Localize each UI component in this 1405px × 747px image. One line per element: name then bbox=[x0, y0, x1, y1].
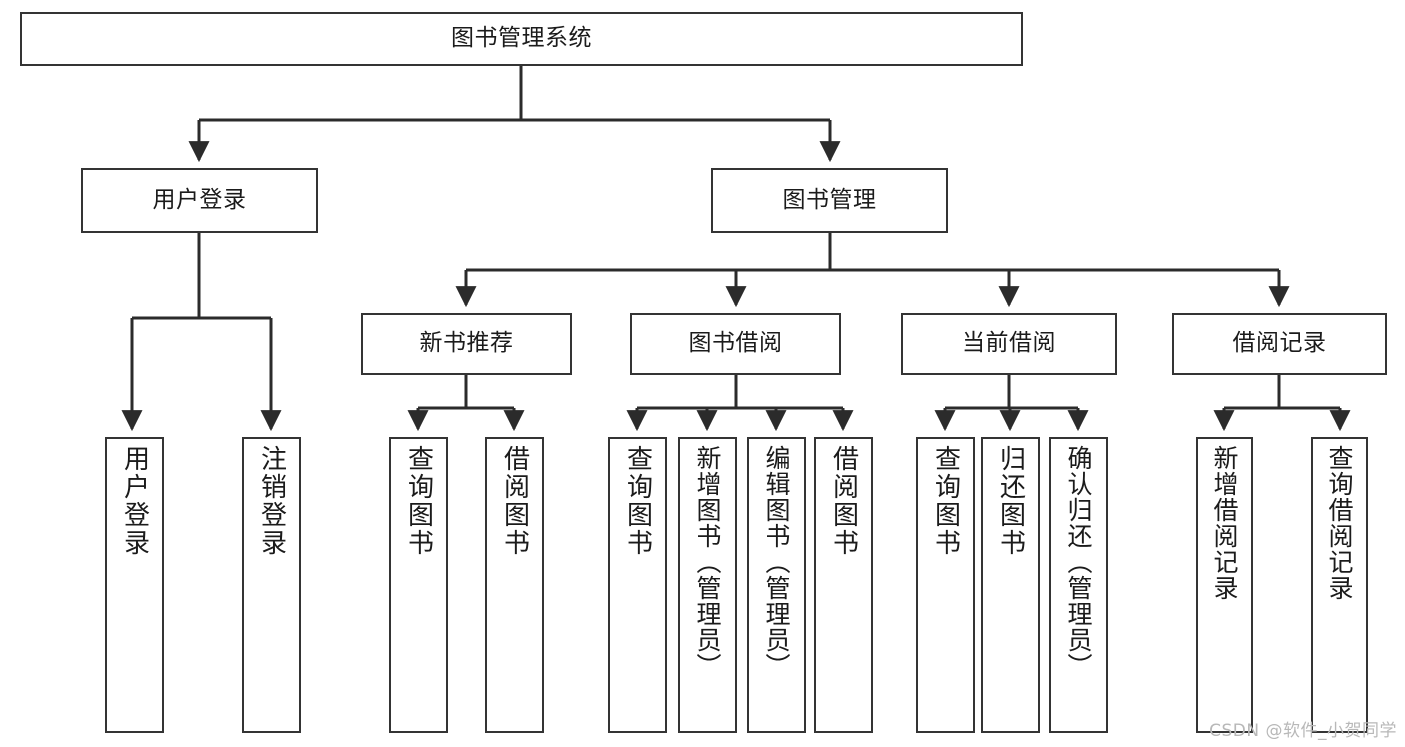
node-leaf-add-borrow-record-label: 新增借阅记录 bbox=[1210, 445, 1239, 601]
node-leaf-return-book[interactable]: 归还图书 bbox=[981, 437, 1040, 733]
node-leaf-query-book-1-label: 查询图书 bbox=[403, 445, 434, 557]
node-root-label: 图书管理系统 bbox=[451, 25, 592, 52]
node-book-manage-label: 图书管理 bbox=[782, 186, 877, 213]
node-leaf-query-book-2[interactable]: 查询图书 bbox=[608, 437, 667, 733]
node-leaf-confirm-return[interactable]: 确认归还（管理员） bbox=[1049, 437, 1108, 733]
node-leaf-add-book[interactable]: 新增图书（管理员） bbox=[678, 437, 737, 733]
node-borrow-record-label: 借阅记录 bbox=[1232, 330, 1327, 357]
node-current-borrow[interactable]: 当前借阅 bbox=[901, 313, 1117, 375]
node-leaf-edit-book-label: 编辑图书（管理员） bbox=[762, 445, 791, 679]
node-leaf-query-borrow-record-label: 查询借阅记录 bbox=[1325, 445, 1354, 601]
node-leaf-edit-book[interactable]: 编辑图书（管理员） bbox=[747, 437, 806, 733]
node-leaf-borrow-book-2-label: 借阅图书 bbox=[828, 445, 859, 557]
node-new-book-recommend[interactable]: 新书推荐 bbox=[361, 313, 572, 375]
node-leaf-confirm-return-label: 确认归还（管理员） bbox=[1064, 445, 1093, 679]
csdn-watermark: CSDN @软件_小贺同学 bbox=[1209, 721, 1397, 741]
node-book-borrow[interactable]: 图书借阅 bbox=[630, 313, 841, 375]
node-leaf-logout-login[interactable]: 注销登录 bbox=[242, 437, 301, 733]
node-leaf-query-book-3-label: 查询图书 bbox=[930, 445, 961, 557]
node-leaf-borrow-book-1[interactable]: 借阅图书 bbox=[485, 437, 544, 733]
node-leaf-borrow-book-2[interactable]: 借阅图书 bbox=[814, 437, 873, 733]
node-leaf-return-book-label: 归还图书 bbox=[995, 445, 1026, 557]
node-user-login-label: 用户登录 bbox=[152, 186, 247, 213]
node-leaf-user-login[interactable]: 用户登录 bbox=[105, 437, 164, 733]
node-leaf-add-borrow-record[interactable]: 新增借阅记录 bbox=[1196, 437, 1253, 733]
node-new-book-recommend-label: 新书推荐 bbox=[419, 330, 514, 357]
node-leaf-user-login-label: 用户登录 bbox=[119, 445, 150, 557]
node-borrow-record[interactable]: 借阅记录 bbox=[1172, 313, 1387, 375]
node-leaf-query-book-2-label: 查询图书 bbox=[622, 445, 653, 557]
node-leaf-add-book-label: 新增图书（管理员） bbox=[693, 445, 722, 679]
node-book-borrow-label: 图书借阅 bbox=[688, 330, 783, 357]
node-root[interactable]: 图书管理系统 bbox=[20, 12, 1023, 66]
node-leaf-logout-login-label: 注销登录 bbox=[256, 445, 287, 557]
node-current-borrow-label: 当前借阅 bbox=[962, 330, 1056, 357]
node-book-manage[interactable]: 图书管理 bbox=[711, 168, 948, 233]
node-leaf-borrow-book-1-label: 借阅图书 bbox=[499, 445, 530, 557]
node-user-login[interactable]: 用户登录 bbox=[81, 168, 318, 233]
node-leaf-query-book-3[interactable]: 查询图书 bbox=[916, 437, 975, 733]
node-leaf-query-book-1[interactable]: 查询图书 bbox=[389, 437, 448, 733]
node-leaf-query-borrow-record[interactable]: 查询借阅记录 bbox=[1311, 437, 1368, 733]
